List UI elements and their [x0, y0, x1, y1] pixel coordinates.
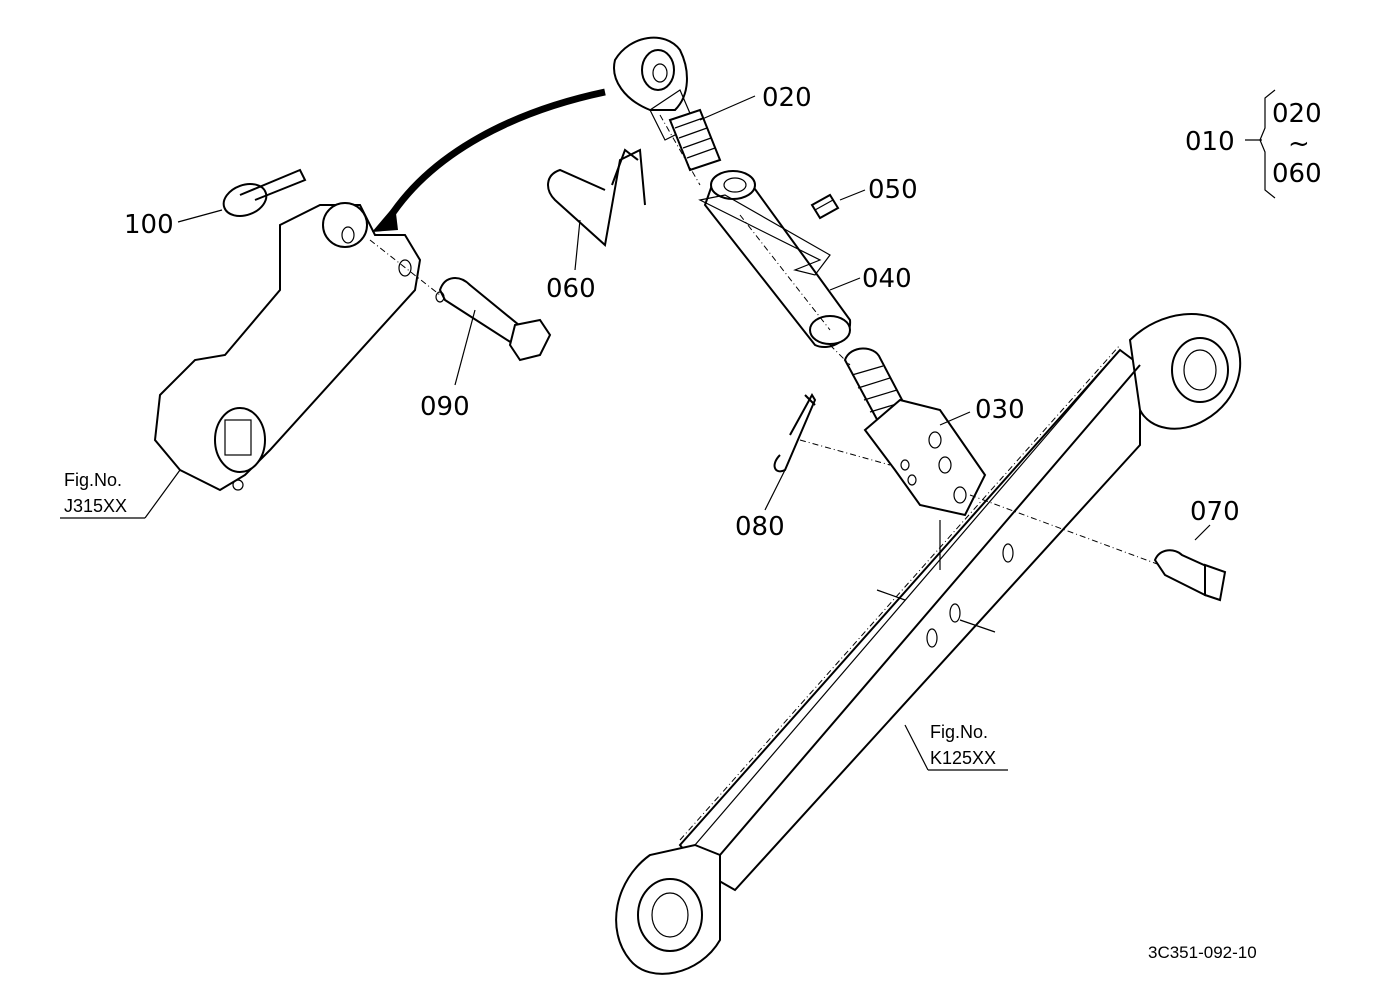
drawing-number: 3C351-092-10 [1148, 943, 1257, 962]
wire-clip-060 [547, 148, 646, 247]
callout-020: 020 [762, 83, 812, 113]
clevis-030 [863, 398, 987, 517]
top-link-assembly [613, 36, 987, 517]
callout-040: 040 [862, 264, 912, 294]
thread-020 [668, 108, 722, 172]
pin-090 [435, 277, 552, 362]
leader-lines [60, 95, 1262, 771]
range-to: 060 [1272, 159, 1322, 189]
callout-060: 060 [546, 274, 596, 304]
alignment-lines [369, 114, 1161, 841]
range-from: 020 [1272, 99, 1322, 129]
grease-nipple-050 [810, 193, 840, 220]
assembly-arrow [372, 88, 606, 232]
pin-070 [1153, 549, 1227, 602]
lynch-pin-080 [773, 392, 817, 473]
range-tilde: ~ [1288, 129, 1310, 159]
fig-ref-upper-prefix: Fig.No. [64, 470, 122, 490]
lift-arm [153, 202, 422, 492]
assembly-brace [1259, 89, 1276, 199]
callout-070: 070 [1190, 497, 1240, 527]
fig-ref-upper-code: J315XX [64, 496, 127, 516]
callout-050: 050 [868, 175, 918, 205]
fig-ref-lower-prefix: Fig.No. [930, 722, 988, 742]
lynch-pin-100 [222, 168, 307, 217]
callout-080: 080 [735, 512, 785, 542]
callout-030: 030 [975, 395, 1025, 425]
lower-link-bar [615, 313, 1242, 975]
callout-100: 100 [124, 210, 174, 240]
callout-010: 010 [1185, 127, 1235, 157]
callout-090: 090 [420, 392, 470, 422]
fig-ref-lower-code: K125XX [930, 748, 996, 768]
